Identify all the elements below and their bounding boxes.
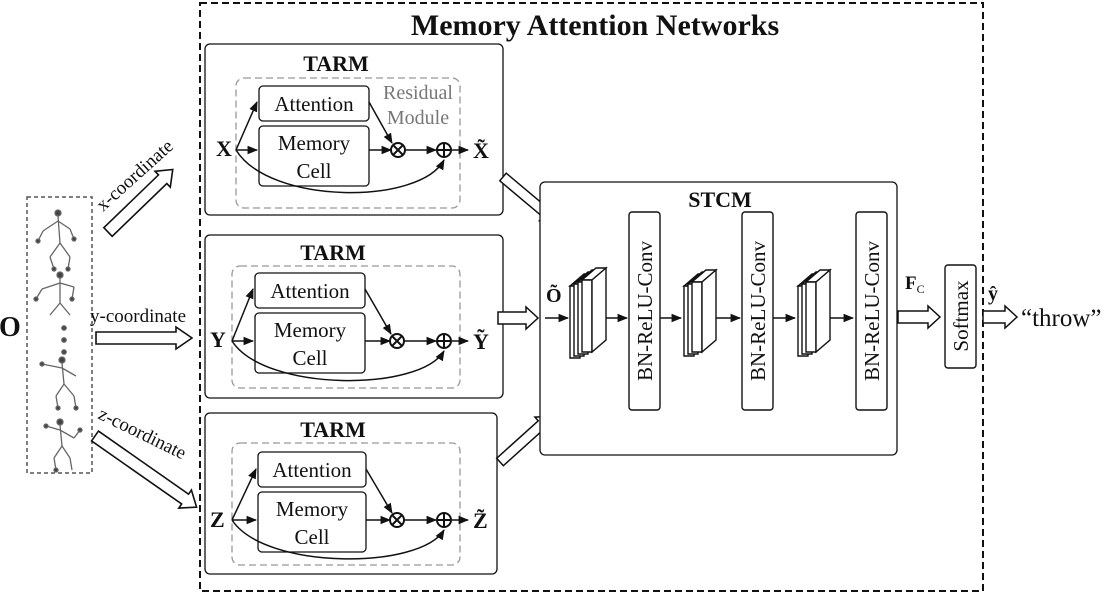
tarm-to-stcm-arrow-y — [497, 305, 540, 331]
multiply-op-z — [389, 512, 405, 528]
multiply-op-y — [389, 333, 405, 349]
add-op-x — [436, 142, 452, 158]
residual-module-z — [231, 442, 461, 566]
conv-label-2: BN-ReLU-Conv — [746, 241, 770, 381]
stcm-to-softmax-arrow — [897, 304, 942, 330]
memory-label-x-line1: Memory — [278, 131, 351, 155]
tarm-x-input: X — [216, 136, 232, 161]
multiply-op-x — [390, 142, 406, 158]
feature-map-stack-2 — [682, 268, 718, 357]
residual-module-y — [231, 265, 461, 389]
tarm-z: TARM Attention Memory Cell Z Z̃ — [204, 412, 498, 575]
stcm-title: STCM — [688, 187, 752, 212]
tarm-y-title: TARM — [300, 240, 366, 265]
feature-map-stack-1 — [568, 266, 608, 359]
attention-label-y: Attention — [270, 279, 350, 303]
add-op-y — [436, 333, 452, 349]
memory-attention-networks-frame — [199, 2, 984, 592]
attention-box-y — [254, 272, 366, 309]
result-label: “throw” — [1021, 305, 1102, 332]
x-coordinate-arrow — [102, 168, 174, 238]
z-coordinate-arrow — [90, 429, 198, 509]
skeleton-sequence-box — [26, 196, 93, 474]
stcm-module: STCM Õ BN-ReLU-Conv — [539, 181, 898, 456]
feature-fc-label: FC — [905, 273, 925, 296]
feature-map-stack-3 — [796, 268, 832, 357]
conv-block-2 — [741, 211, 774, 411]
input-symbol: O — [0, 312, 21, 343]
attention-label-x: Attention — [274, 92, 354, 116]
tarm-x-title: TARM — [303, 51, 369, 76]
memory-label-z-line2: Cell — [295, 525, 330, 549]
residual-label-line1: Residual — [383, 82, 453, 104]
memory-cell-box-y — [254, 312, 366, 374]
tarm-x-output: X̃ — [473, 138, 489, 163]
tarm-y-output: Ỹ — [473, 329, 489, 354]
memory-label-x-line2: Cell — [297, 159, 332, 183]
y-coordinate-label: y-coordinate — [90, 306, 186, 327]
memory-label-z-line1: Memory — [276, 497, 349, 521]
softmax-label: Softmax — [949, 280, 973, 352]
stcm-input: Õ — [546, 283, 562, 307]
tarm-y-input: Y — [210, 327, 226, 352]
conv-block-3 — [855, 211, 888, 411]
skeleton-figures — [33, 209, 83, 473]
tarm-z-title: TARM — [300, 417, 366, 442]
memory-label-y-line2: Cell — [293, 346, 328, 370]
conv-label-3: BN-ReLU-Conv — [860, 241, 884, 381]
network-title: Memory Attention Networks — [411, 9, 779, 42]
residual-label-line2: Module — [387, 107, 449, 129]
softmax-box — [944, 264, 977, 369]
attention-label-z: Attention — [272, 458, 352, 482]
memory-label-y-line1: Memory — [274, 318, 347, 342]
prediction-symbol: ŷ — [988, 283, 998, 305]
tarm-y: TARM Attention Memory Cell Y Ỹ — [204, 234, 504, 399]
add-op-z — [436, 512, 452, 528]
tarm-z-output: Z̃ — [473, 508, 488, 533]
tarm-z-input: Z — [210, 507, 225, 532]
conv-label-1: BN-ReLU-Conv — [633, 241, 657, 381]
memory-cell-box-x — [258, 125, 370, 187]
residual-module-x — [235, 77, 461, 209]
y-coordinate-arrow — [95, 325, 194, 351]
z-coordinate-label: z-coordinate — [95, 404, 190, 464]
softmax-to-result-arrow — [982, 304, 1019, 330]
conv-block-1 — [628, 211, 661, 411]
tarm-x: TARM Residual Module Attention Memory Ce… — [204, 43, 504, 216]
memory-cell-box-z — [257, 491, 367, 553]
